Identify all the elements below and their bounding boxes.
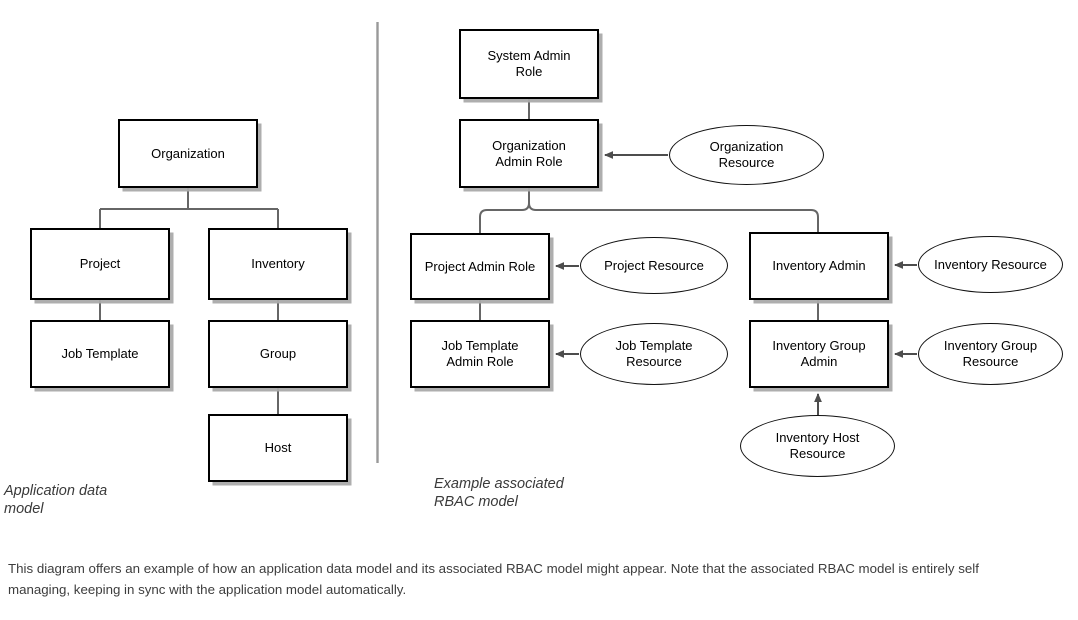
node-project[interactable]: Project xyxy=(30,228,170,300)
node-inventory-group-resource-label: Inventory Group Resource xyxy=(943,338,1038,369)
left-connector-organization-children xyxy=(99,188,279,228)
node-job-template-admin-role-label: Job Template Admin Role xyxy=(441,338,519,369)
node-organization-resource[interactable]: Organization Resource xyxy=(669,125,824,185)
right-panel-label: Example associated RBAC model xyxy=(434,476,564,510)
node-organization-admin-role-label: Organization Admin Role xyxy=(492,137,566,169)
node-inventory[interactable]: Inventory xyxy=(208,228,348,300)
node-job-template[interactable]: Job Template xyxy=(30,320,170,388)
node-job-template-label: Job Template xyxy=(61,346,139,361)
node-project-admin-role[interactable]: Project Admin Role xyxy=(410,233,550,300)
node-inventory-admin-label: Inventory Admin xyxy=(772,258,866,273)
node-organization-label: Organization xyxy=(151,145,225,161)
node-project-admin-role-label: Project Admin Role xyxy=(424,258,536,274)
node-inventory-group-resource[interactable]: Inventory Group Resource xyxy=(918,323,1063,385)
node-host[interactable]: Host xyxy=(208,414,348,482)
node-job-template-admin-role[interactable]: Job Template Admin Role xyxy=(410,320,550,388)
node-system-admin-role[interactable]: System Admin Role xyxy=(459,29,599,99)
node-group-label: Group xyxy=(259,346,297,361)
node-host-label: Host xyxy=(264,440,292,455)
node-inventory-group-admin[interactable]: Inventory Group Admin xyxy=(749,320,889,388)
node-inventory-host-resource[interactable]: Inventory Host Resource xyxy=(740,415,895,477)
node-inventory-admin[interactable]: Inventory Admin xyxy=(749,232,889,300)
left-panel-label: Application data model xyxy=(4,483,108,517)
node-project-resource[interactable]: Project Resource xyxy=(580,237,728,294)
node-organization-admin-role[interactable]: Organization Admin Role xyxy=(459,119,599,188)
node-inventory-resource[interactable]: Inventory Resource xyxy=(918,236,1063,293)
node-job-template-resource[interactable]: Job Template Resource xyxy=(580,323,728,385)
node-inventory-label: Inventory xyxy=(251,256,305,271)
node-job-template-resource-label: Job Template Resource xyxy=(615,338,693,369)
node-system-admin-role-label: System Admin Role xyxy=(487,48,571,79)
node-inventory-group-admin-label: Inventory Group Admin xyxy=(772,338,866,369)
figure-caption: This diagram offers an example of how an… xyxy=(8,561,979,597)
node-organization[interactable]: Organization xyxy=(118,119,258,188)
node-organization-resource-label: Organization Resource xyxy=(709,139,784,170)
node-project-label: Project xyxy=(79,256,121,271)
node-group[interactable]: Group xyxy=(208,320,348,388)
node-project-resource-label: Project Resource xyxy=(604,257,704,273)
right-connector-organization-children xyxy=(479,188,819,233)
node-inventory-resource-label: Inventory Resource xyxy=(934,256,1047,272)
node-inventory-host-resource-label: Inventory Host Resource xyxy=(775,430,860,461)
